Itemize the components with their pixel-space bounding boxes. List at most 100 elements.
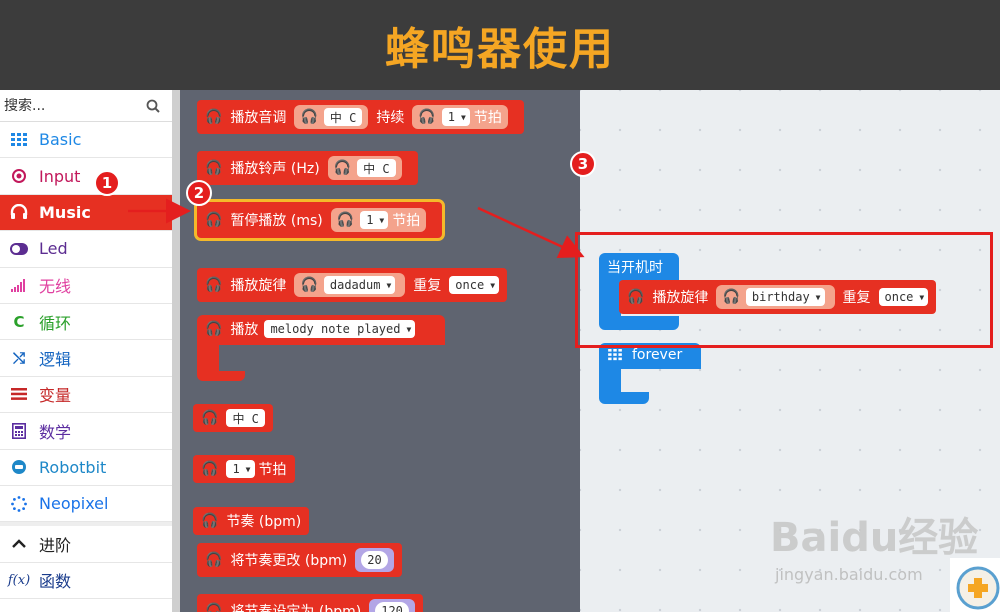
category-music[interactable]: Music — [0, 194, 172, 232]
headphones-icon: 🎧 — [201, 410, 219, 426]
shuffle-icon: ⤭ — [12, 349, 25, 368]
category-label: 函数 — [39, 572, 72, 592]
beat-dropdown[interactable]: 1▼ — [226, 460, 255, 478]
sidebar-scrollbar[interactable] — [172, 90, 180, 612]
header-banner: 蜂鸣器使用 — [0, 0, 1000, 90]
number-pill[interactable]: 20 — [355, 548, 394, 572]
melody-event-block-foot — [197, 371, 245, 381]
category-functions[interactable]: f(x) 函数 — [0, 563, 172, 600]
toggle-icon — [10, 240, 28, 258]
list-icon — [10, 385, 28, 403]
ws-play-melody-block[interactable]: 🎧 播放旋律 🎧birthday▼ 重复 once▼ — [619, 280, 937, 314]
melody-dropdown[interactable]: birthday▼ — [745, 288, 825, 306]
play-melody-block[interactable]: 🎧 播放旋律 🎧dadadum▼ 重复 once▼ — [197, 268, 508, 302]
note-field[interactable]: 中 C — [226, 409, 265, 427]
category-label: Basic — [39, 130, 82, 150]
step-badge-3: 3 — [570, 151, 596, 177]
beat-dropdown[interactable]: 1▼ — [441, 108, 470, 126]
number-pill[interactable]: 120 — [369, 599, 415, 612]
category-robotbit[interactable]: Robotbit — [0, 450, 172, 486]
melody-dropdown[interactable]: dadadum▼ — [323, 276, 396, 294]
robot-icon — [10, 458, 28, 476]
beat-dropdown[interactable]: 1▼ — [360, 211, 389, 229]
category-basic[interactable]: Basic — [0, 122, 172, 159]
on-start-label: 当开机时 — [607, 260, 663, 276]
beat-value-block[interactable]: 🎧 1▼ 节拍 — [193, 455, 295, 483]
headphones-icon: 🎧 — [336, 212, 355, 228]
category-input[interactable]: Input — [0, 158, 172, 195]
forever-foot — [599, 392, 649, 404]
category-math[interactable]: 数学 — [0, 413, 172, 450]
search-input[interactable] — [4, 97, 134, 114]
headphones-icon: 🎧 — [205, 212, 223, 228]
headphones-icon: 🎧 — [205, 160, 223, 176]
forever-label: forever — [632, 347, 683, 363]
on-start-arm — [599, 281, 621, 319]
category-label: Music — [39, 202, 91, 222]
set-tempo-block[interactable]: 🎧 将节奏设定为 (bpm) 120 — [197, 594, 423, 612]
page-title: 蜂鸣器使用 — [385, 24, 615, 75]
note-pill[interactable]: 🎧中 C — [327, 156, 402, 180]
toolbox-sidebar: Basic Input Music Led 无线 C 循环 ⤭ 逻辑 — [0, 90, 172, 612]
headphones-icon: 🎧 — [205, 552, 223, 568]
headphones-icon: 🎧 — [205, 603, 223, 612]
repeat-dropdown[interactable]: once▼ — [878, 288, 929, 306]
search-icon[interactable] — [146, 99, 160, 113]
headphones-icon: 🎧 — [205, 109, 223, 125]
category-label: Led — [39, 239, 68, 259]
category-label: 循环 — [39, 313, 72, 333]
category-label: Robotbit — [39, 457, 107, 477]
on-start-block[interactable] — [599, 253, 679, 281]
headphones-icon: 🎧 — [205, 277, 223, 293]
corner-logo — [950, 558, 1000, 612]
play-tone-block[interactable]: 🎧 播放音调 🎧中 C 持续 🎧1▼节拍 — [197, 100, 524, 134]
highlight-box — [575, 232, 993, 348]
refresh-icon: C — [13, 312, 25, 331]
note-pill[interactable]: 🎧 中 C — [294, 105, 369, 129]
step-badge-1: 1 — [94, 170, 120, 196]
headphones-icon: 🎧 — [722, 289, 740, 305]
grid-icon — [608, 349, 622, 361]
tempo-set-input[interactable]: 120 — [375, 602, 409, 612]
headphones-icon: 🎧 — [300, 109, 318, 125]
category-loops[interactable]: C 循环 — [0, 304, 172, 341]
toolbox-search — [0, 90, 172, 122]
category-logic[interactable]: ⤭ 逻辑 — [0, 340, 172, 377]
category-label: Neopixel — [39, 494, 109, 514]
melody-pill[interactable]: 🎧 dadadum▼ — [294, 273, 406, 297]
on-start-foot — [599, 316, 679, 330]
category-label: 进阶 — [39, 535, 72, 555]
code-workspace[interactable] — [580, 90, 1000, 612]
category-neopixel[interactable]: Neopixel — [0, 486, 172, 523]
repeat-dropdown[interactable]: once▼ — [449, 276, 500, 294]
category-radio[interactable]: 无线 — [0, 268, 172, 304]
watermark-url: jingyan.baidu.com — [775, 565, 923, 584]
grid-icon — [10, 131, 28, 149]
tempo-block[interactable]: 🎧 节奏 (bpm) — [193, 507, 310, 535]
category-label: 逻辑 — [39, 350, 72, 370]
category-label: 数学 — [39, 422, 72, 442]
category-led[interactable]: Led — [0, 231, 172, 268]
headphones-icon: 🎧 — [201, 461, 219, 477]
event-dropdown[interactable]: melody note played▼ — [264, 320, 416, 338]
note-field[interactable]: 中 C — [323, 108, 363, 126]
note-value-block[interactable]: 🎧 中 C — [193, 404, 273, 432]
headphones-icon: 🎧 — [205, 321, 223, 337]
headphones-icon: 🎧 — [300, 277, 318, 293]
rest-block[interactable]: 🎧 暂停播放 (ms) 🎧1▼节拍 — [193, 199, 446, 241]
category-label: 无线 — [39, 277, 72, 297]
step-badge-2: 2 — [186, 180, 212, 206]
chevron-up-icon — [10, 535, 28, 553]
beat-pill[interactable]: 🎧1▼节拍 — [330, 208, 427, 232]
tempo-change-input[interactable]: 20 — [361, 551, 388, 569]
beat-pill[interactable]: 🎧1▼节拍 — [412, 105, 508, 129]
ring-tone-block[interactable]: 🎧 播放铃声 (Hz) 🎧中 C — [197, 151, 418, 185]
sidebar-divider — [0, 522, 172, 527]
category-variables[interactable]: 变量 — [0, 377, 172, 414]
forever-content: forever — [608, 347, 682, 363]
note-field[interactable]: 中 C — [357, 159, 396, 177]
category-label: Input — [39, 166, 81, 186]
change-tempo-block[interactable]: 🎧 将节奏更改 (bpm) 20 — [197, 543, 402, 577]
category-advanced[interactable]: 进阶 — [0, 526, 172, 563]
melody-pill[interactable]: 🎧 birthday▼ — [716, 285, 835, 309]
